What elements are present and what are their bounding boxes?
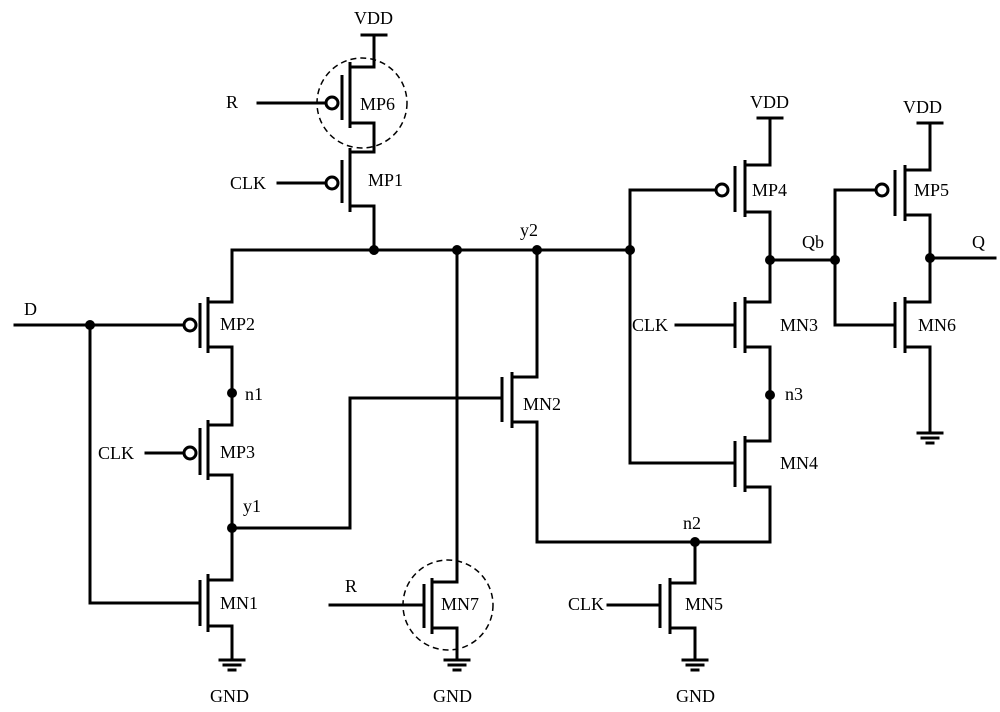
gnd-label: GND — [433, 686, 472, 706]
mp3-label: MP3 — [220, 442, 255, 462]
vdd-label: VDD — [903, 97, 942, 117]
ground-symbol-mn6 — [918, 433, 942, 443]
transistor-mn3 — [676, 297, 770, 441]
node-y2-label: y2 — [520, 220, 538, 240]
mp5-label: MP5 — [914, 180, 949, 200]
d-input-wire — [90, 325, 200, 603]
mn3-label: MN3 — [780, 315, 818, 335]
node-y1-wire — [232, 398, 500, 528]
ground-symbol-mn7 — [445, 660, 469, 670]
qb-to-inverter-wire — [835, 190, 895, 325]
mn2-label: MN2 — [523, 394, 561, 414]
mn7-label: MN7 — [441, 594, 479, 614]
input-r-label: R — [226, 92, 238, 112]
vdd-symbol-mp5 — [918, 123, 942, 170]
transistor-mn1 — [200, 574, 232, 660]
node-n2-label: n2 — [683, 513, 701, 533]
junction-dot — [227, 388, 237, 398]
mn4-label: MN4 — [780, 453, 818, 473]
transistor-mp6 — [258, 62, 374, 152]
ground-symbol-mn5 — [683, 660, 707, 670]
junction-dot — [369, 245, 379, 255]
node-qb-label: Qb — [802, 232, 824, 252]
gnd-label: GND — [676, 686, 715, 706]
vdd-label: VDD — [354, 8, 393, 28]
mp6-label: MP6 — [360, 94, 395, 114]
clk-label: CLK — [632, 315, 668, 335]
mn1-label: MN1 — [220, 593, 258, 613]
mn5-label: MN5 — [685, 594, 723, 614]
mn6-label: MN6 — [918, 315, 956, 335]
clk-label: CLK — [568, 594, 604, 614]
junction-dot — [765, 390, 775, 400]
gnd-label: GND — [210, 686, 249, 706]
transistor-mn5 — [608, 542, 695, 660]
node-y1-label: y1 — [243, 496, 261, 516]
transistor-mp1 — [278, 148, 374, 250]
vdd-symbol-mp4 — [758, 118, 782, 165]
vdd-label: VDD — [750, 92, 789, 112]
mp2-label: MP2 — [220, 314, 255, 334]
mp4-label: MP4 — [752, 180, 787, 200]
output-q-label: Q — [972, 232, 985, 252]
ground-symbol-mn1 — [220, 660, 244, 670]
node-n1-label: n1 — [245, 384, 263, 404]
transistor-mp2 — [15, 250, 232, 425]
input-r-label: R — [345, 576, 357, 596]
mp1-label: MP1 — [368, 170, 403, 190]
clk-label: CLK — [230, 173, 266, 193]
node-n3-label: n3 — [785, 384, 803, 404]
transistor-mn4 — [735, 436, 770, 542]
clk-label: CLK — [98, 443, 134, 463]
input-d-label: D — [24, 299, 37, 319]
